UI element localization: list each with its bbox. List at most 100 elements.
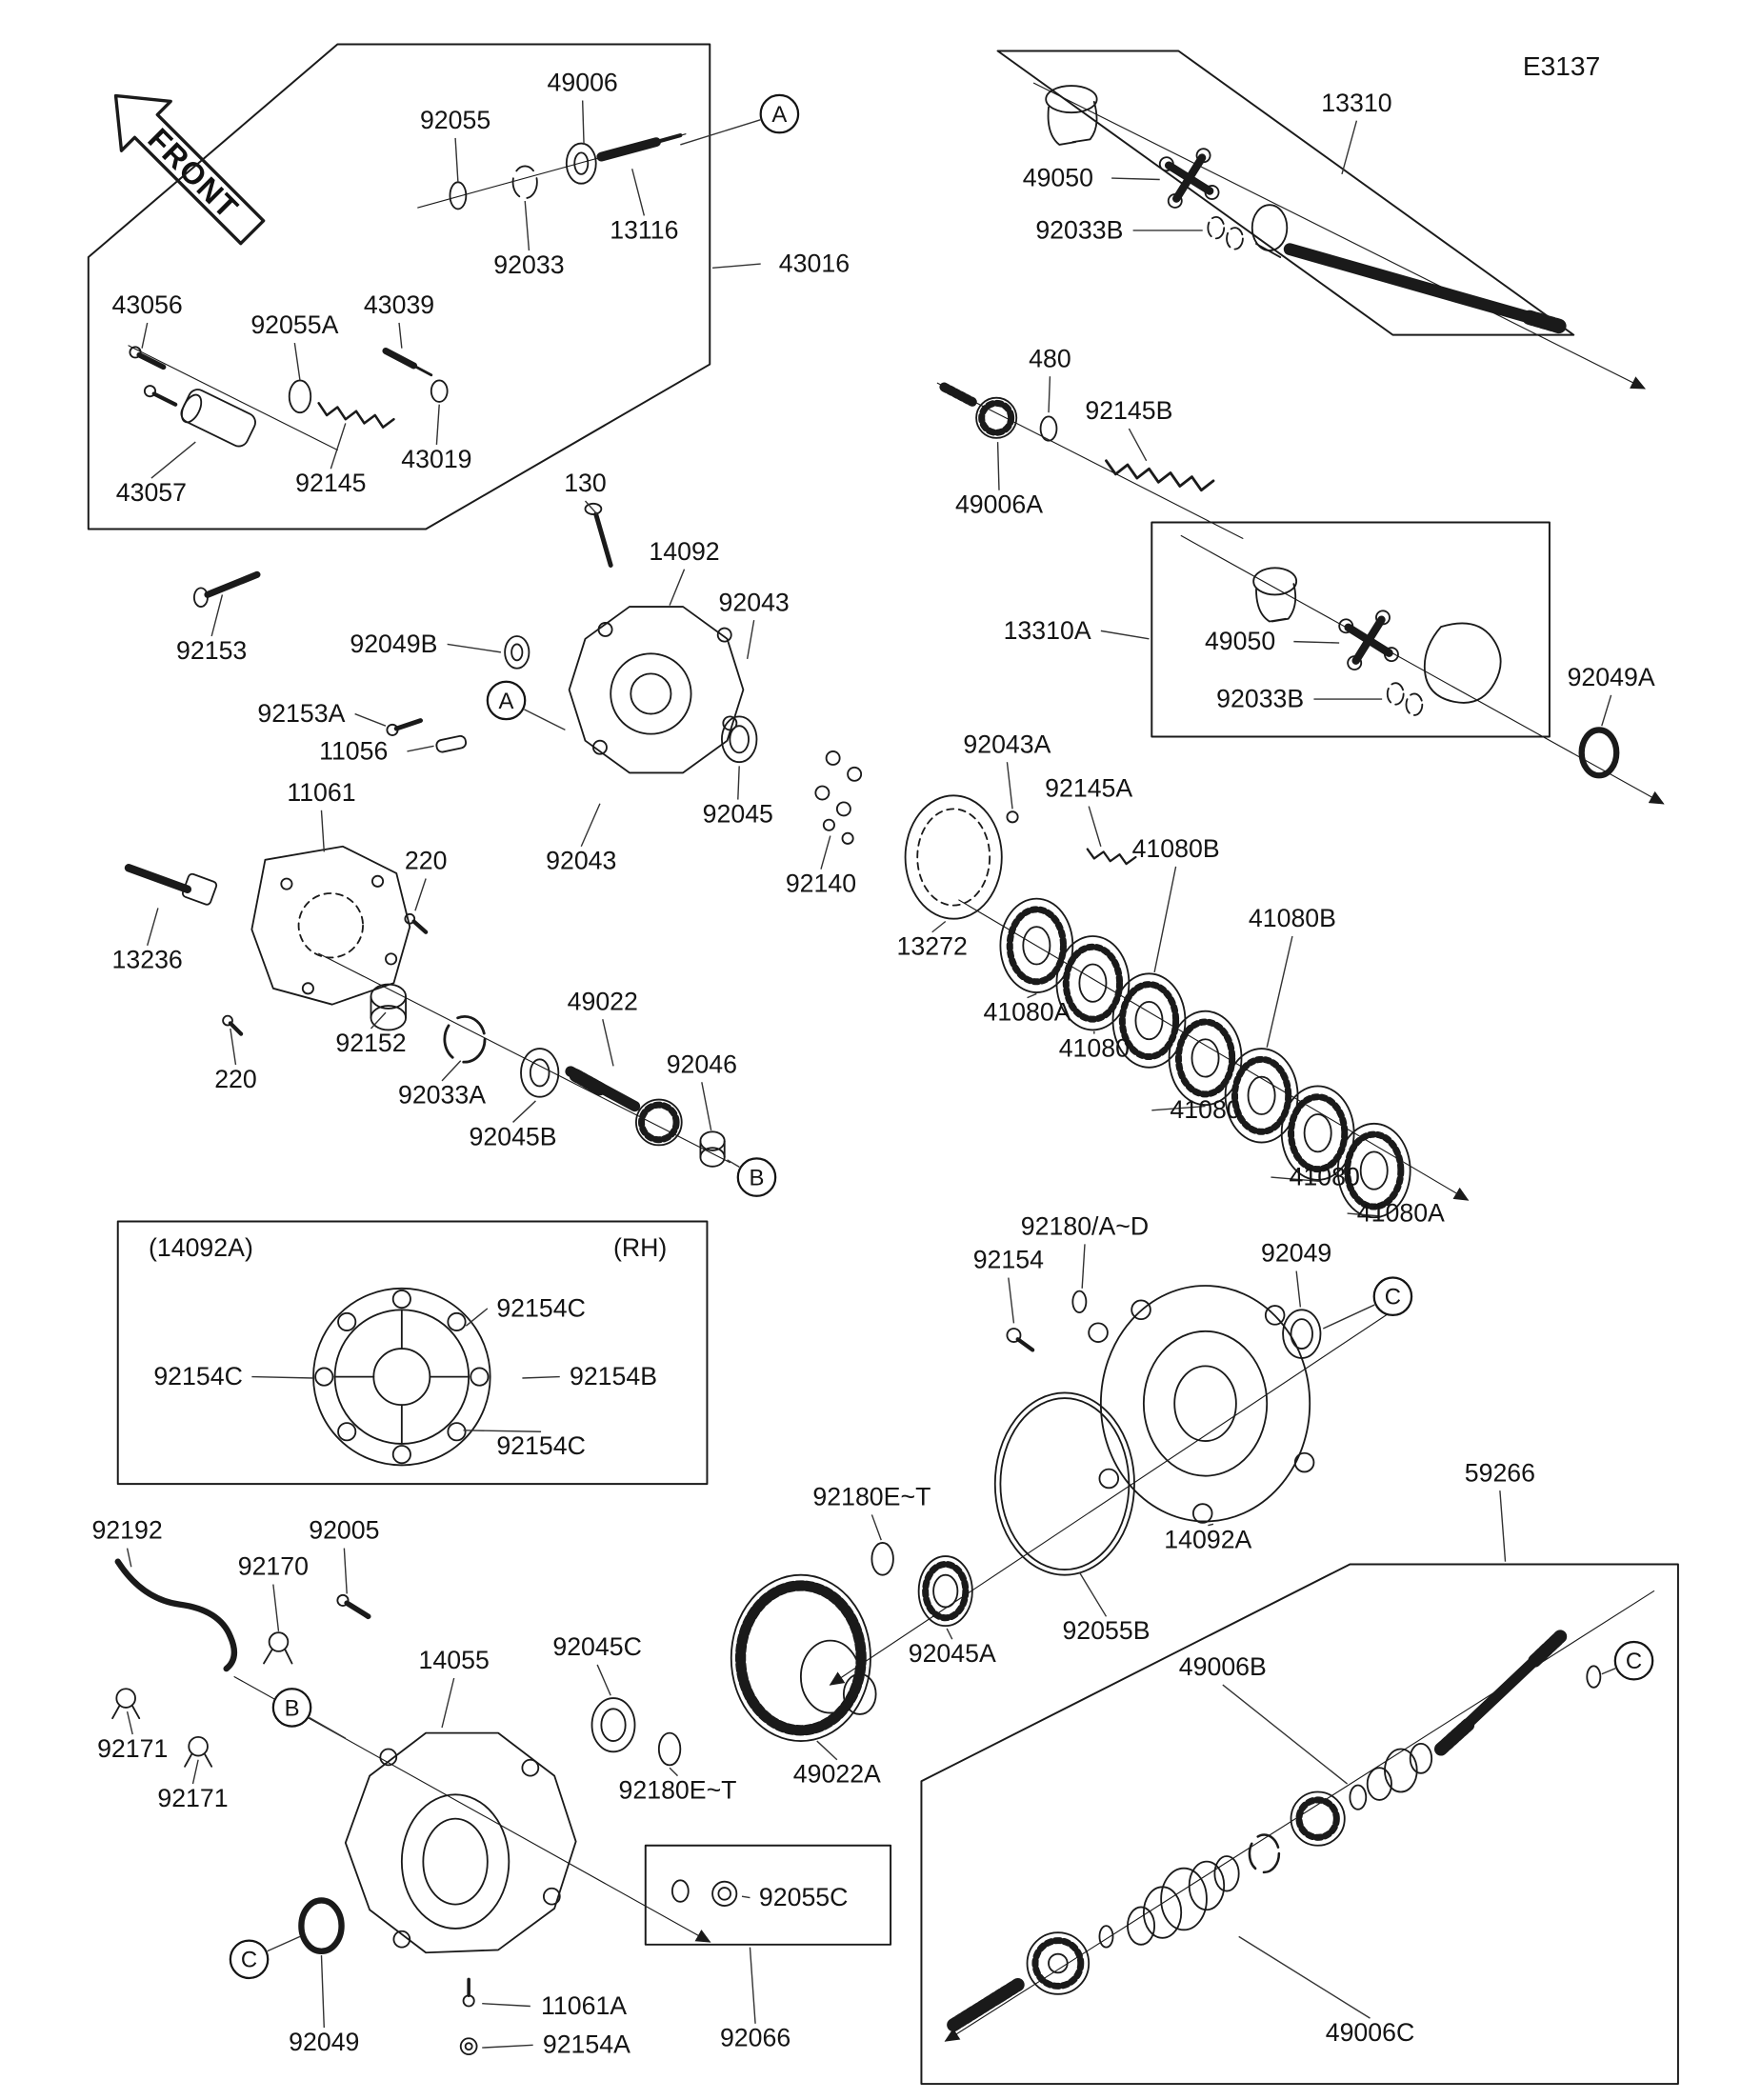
part-label-41080b: 41080B <box>1132 834 1220 863</box>
leader-line <box>210 594 224 637</box>
part-label-92055b: 92055B <box>1062 1616 1150 1645</box>
part-label-92049: 92049 <box>289 2028 359 2056</box>
part-label-13272: 13272 <box>897 932 968 961</box>
leader-line <box>1341 120 1358 175</box>
leader-line <box>596 1664 611 1696</box>
asm-diff-case <box>730 1285 1399 1742</box>
leader-line <box>737 766 740 800</box>
part-label-49006b: 49006B <box>1179 1652 1267 1681</box>
part-label-14092: 14092 <box>649 537 719 566</box>
asm-actuator <box>128 345 449 451</box>
part-label-92170: 92170 <box>238 1552 309 1581</box>
callout-letter: C <box>1385 1285 1401 1310</box>
callout-c: C <box>1601 1640 1654 1681</box>
callout-leader-line <box>309 1716 347 1739</box>
part-label-14092a: 14092A <box>1164 1526 1251 1554</box>
part-label-92033: 92033 <box>493 250 564 279</box>
leader-line <box>522 1375 560 1379</box>
leader-line <box>584 500 598 515</box>
part-label-13310a: 13310A <box>1004 616 1091 645</box>
leader-line <box>126 1548 132 1568</box>
front-arrow: FRONT <box>113 93 266 246</box>
part-label-41080a: 41080A <box>983 998 1071 1027</box>
callout-leader-line <box>267 1935 301 1952</box>
part-label-92192: 92192 <box>91 1516 162 1545</box>
callout-circle <box>736 1157 777 1197</box>
box-13310 <box>996 50 1575 336</box>
leader-line <box>407 745 434 752</box>
leader-line <box>370 1011 387 1030</box>
leader-line <box>581 100 585 145</box>
leader-line <box>524 200 530 251</box>
part-label-14055: 14055 <box>419 1646 490 1674</box>
leader-line <box>147 908 159 947</box>
part-label-13116: 13116 <box>610 215 678 244</box>
leader-line <box>230 1028 237 1066</box>
asm-input-shaft <box>417 132 687 210</box>
leader-line <box>454 137 459 183</box>
callout-circle <box>1613 1640 1654 1681</box>
asm-axle-shaft <box>944 1590 1655 2042</box>
leader-line <box>1111 177 1160 181</box>
part-label-92180ad: 92180/A~D <box>1021 1212 1149 1241</box>
part-label-49022: 49022 <box>568 987 638 1015</box>
leader-line <box>1128 428 1148 462</box>
part-label-92033b: 92033B <box>1035 215 1123 244</box>
callout-b: B <box>727 1157 777 1197</box>
part-label-92153a: 92153A <box>257 699 345 728</box>
part-label-480: 480 <box>1029 344 1071 372</box>
detail-cover-14092a <box>312 1287 491 1467</box>
leader-line <box>816 1740 838 1761</box>
leader-line <box>580 803 601 848</box>
part-label-92033b: 92033B <box>1216 685 1304 713</box>
leader-line <box>1271 1176 1320 1183</box>
leader-line <box>398 322 403 349</box>
part-label-11056: 11056 <box>319 736 388 765</box>
box-13310a <box>1151 521 1551 738</box>
part-label-14092a: (14092A) <box>149 1233 253 1262</box>
leader-line <box>141 322 149 349</box>
leader-line <box>1295 1270 1302 1308</box>
leader-line <box>126 1710 133 1735</box>
callout-a: A <box>486 680 566 731</box>
callout-c: C <box>229 1935 301 1980</box>
leader-line <box>1293 640 1340 644</box>
part-label-49006c: 49006C <box>1326 2018 1415 2047</box>
leader-line <box>447 643 502 653</box>
part-label-92049: 92049 <box>1261 1239 1331 1268</box>
asm-final-case <box>111 1558 738 2056</box>
part-label-92045b: 92045B <box>470 1122 557 1150</box>
leader-line <box>1100 630 1150 640</box>
leader-line <box>1006 762 1013 810</box>
leader-line <box>1601 694 1612 727</box>
leader-line <box>701 1082 712 1131</box>
part-label-59266: 59266 <box>1465 1458 1535 1487</box>
leader-line <box>1208 1523 1214 1527</box>
leader-line <box>191 1759 199 1785</box>
part-label-rh: (RH) <box>613 1233 667 1262</box>
callout-letter: A <box>499 689 514 714</box>
part-label-92154c: 92154C <box>153 1362 243 1390</box>
part-label-92171: 92171 <box>157 1784 228 1812</box>
part-label-92140: 92140 <box>786 870 856 898</box>
part-label-92045: 92045 <box>703 799 773 828</box>
part-label-92154a: 92154A <box>543 2030 630 2059</box>
part-label-92049a: 92049A <box>1568 663 1655 691</box>
part-label-92033a: 92033A <box>398 1081 486 1110</box>
part-label-49050: 49050 <box>1023 164 1093 192</box>
asm-pinion <box>124 845 730 1168</box>
leader-line <box>669 569 686 606</box>
leader-line <box>1151 1105 1206 1111</box>
part-label-92154b: 92154B <box>570 1362 657 1390</box>
callout-leader-line <box>1601 1668 1616 1675</box>
asm-output-joint <box>936 382 1244 539</box>
leader-line <box>946 1628 953 1640</box>
part-label-11061: 11061 <box>287 778 355 807</box>
part-label-92005: 92005 <box>309 1516 379 1545</box>
callout-leader-line <box>524 709 566 731</box>
callout-leader-line <box>680 119 761 146</box>
leader-line <box>1222 1684 1349 1785</box>
leader-line <box>1081 1244 1086 1289</box>
